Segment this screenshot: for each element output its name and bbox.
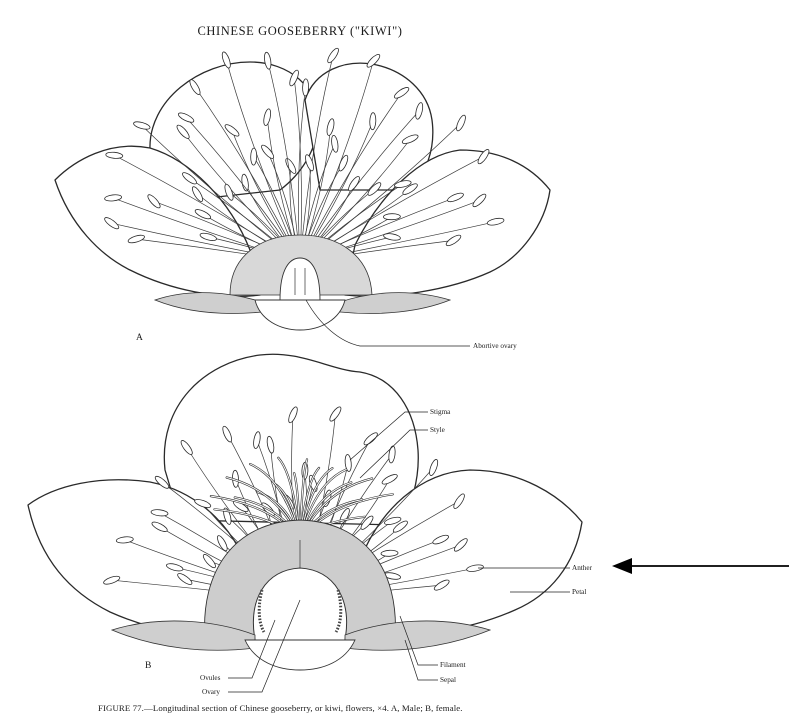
- anther: [455, 114, 467, 132]
- label-anther: Anther: [572, 564, 593, 572]
- anther: [133, 120, 151, 130]
- female-base: [245, 640, 355, 670]
- arrow-left-icon: [612, 558, 789, 574]
- anther: [251, 148, 257, 165]
- petal-back: [164, 354, 418, 525]
- label-ovary: Ovary: [202, 688, 220, 696]
- anther: [369, 113, 376, 130]
- label-filament: Filament: [440, 661, 466, 669]
- label-stigma: Stigma: [430, 408, 451, 416]
- anther: [302, 79, 309, 96]
- label-ovules: Ovules: [200, 674, 221, 682]
- anther: [381, 550, 398, 557]
- male-flower-drawing: Abortive ovary A: [55, 47, 550, 350]
- male-base: [255, 300, 345, 330]
- figure-caption: FIGURE 77.—Longitudinal section of Chine…: [98, 703, 698, 713]
- label-style: Style: [430, 426, 445, 434]
- anther: [428, 458, 440, 476]
- label-sepal: Sepal: [440, 676, 456, 684]
- panel-label-a: A: [136, 333, 143, 343]
- label-petal: Petal: [572, 588, 586, 596]
- anther: [383, 214, 400, 220]
- female-flower-drawing: Stigma Style Anther Petal Filament Sepal…: [28, 354, 593, 696]
- anther: [326, 47, 340, 64]
- label-abortive-ovary: Abortive ovary: [473, 342, 517, 350]
- panel-label-b: B: [145, 661, 151, 671]
